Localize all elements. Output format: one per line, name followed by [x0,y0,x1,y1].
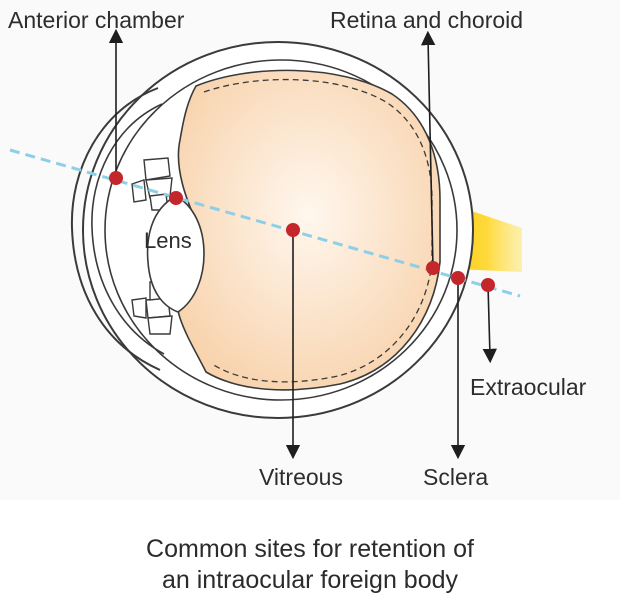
marker-anterior-chamber [109,171,123,185]
retention-site-markers [109,171,495,292]
caption-line-2: an intraocular foreign body [161,566,459,594]
cornea [70,87,161,371]
foreign-body-trajectory [9,148,521,298]
leader-arrows [108,28,497,460]
label-vitreous: Vitreous [259,464,343,490]
lens [146,195,205,313]
marker-vitreous [286,223,300,237]
marker-extraocular [481,278,495,292]
marker-lens [169,191,183,205]
figure-caption: Common sites for retention of an intraoc… [0,534,620,596]
cornea-inner [91,103,165,355]
label-extraocular: Extraocular [470,374,587,400]
vitreous-body [176,69,441,391]
label-retina-and-choroid: Retina and choroid [330,7,524,33]
label-lens: Lens [144,228,192,253]
label-anterior-chamber: Anterior chamber [8,7,185,33]
eye-cross-section-diagram [9,28,522,460]
label-sclera: Sclera [423,464,489,490]
arrow-extraocular [482,284,497,364]
ciliary-body-and-iris [131,157,173,335]
marker-sclera [451,271,465,285]
caption-line-1: Common sites for retention of [146,535,474,563]
marker-retina-choroid [426,261,440,275]
arrow-retina-choroid [420,30,436,269]
